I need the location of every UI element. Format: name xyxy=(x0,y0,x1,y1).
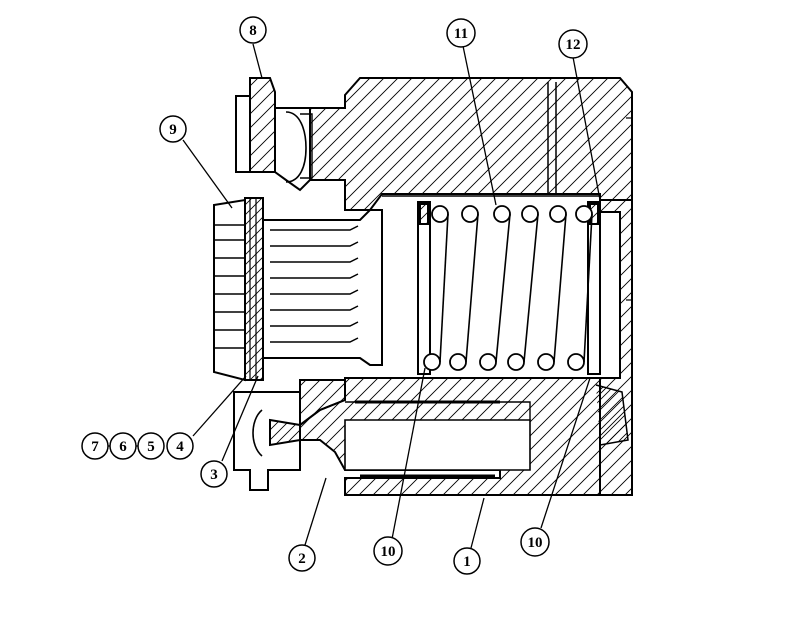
callout-10-left-label: 10 xyxy=(381,544,396,560)
callout-5-circle xyxy=(137,432,165,460)
callout-3: 3 xyxy=(200,460,228,488)
callout-9: 9 xyxy=(159,115,187,143)
callout-7: 7 xyxy=(81,432,109,460)
callout-10-right-label: 10 xyxy=(528,535,543,551)
callout-7-circle xyxy=(81,432,109,460)
callout-1: 1 xyxy=(453,547,481,575)
callout-4-circle xyxy=(166,432,194,460)
callout-2: 2 xyxy=(288,544,316,572)
callout-5: 5 xyxy=(137,432,165,460)
callout-7-label: 7 xyxy=(91,439,99,455)
callout-4-label: 4 xyxy=(176,439,184,455)
cover-flange xyxy=(235,77,313,192)
callout-10-right-circle xyxy=(520,527,550,557)
callout-4: 4 xyxy=(166,432,194,460)
callout-6: 6 xyxy=(109,432,137,460)
callout-1-circle xyxy=(453,547,481,575)
callout-10-right: 10 xyxy=(520,527,550,557)
callout-12-circle xyxy=(558,29,588,59)
callout-3-label: 3 xyxy=(210,467,218,483)
callout-10-left: 10 xyxy=(373,536,403,566)
callout-6-circle xyxy=(109,432,137,460)
callout-9-circle xyxy=(159,115,187,143)
shaft xyxy=(213,197,383,382)
callout-10-left-circle xyxy=(373,536,403,566)
callout-3-circle xyxy=(200,460,228,488)
callout-6-label: 6 xyxy=(119,439,127,455)
callout-11-circle xyxy=(446,18,476,48)
callout-2-label: 2 xyxy=(298,551,306,567)
callout-9-label: 9 xyxy=(169,122,177,138)
callout-8-circle xyxy=(239,16,267,44)
spring xyxy=(423,205,593,371)
callout-8-label: 8 xyxy=(249,23,257,39)
callout-11-label: 11 xyxy=(454,26,468,42)
callout-2-circle xyxy=(288,544,316,572)
callout-8: 8 xyxy=(239,16,267,44)
callout-12: 12 xyxy=(558,29,588,59)
piston xyxy=(233,379,531,491)
callout-5-label: 5 xyxy=(147,439,155,455)
callout-11: 11 xyxy=(446,18,476,48)
callout-1-label: 1 xyxy=(463,554,471,570)
callout-12-label: 12 xyxy=(566,37,581,53)
